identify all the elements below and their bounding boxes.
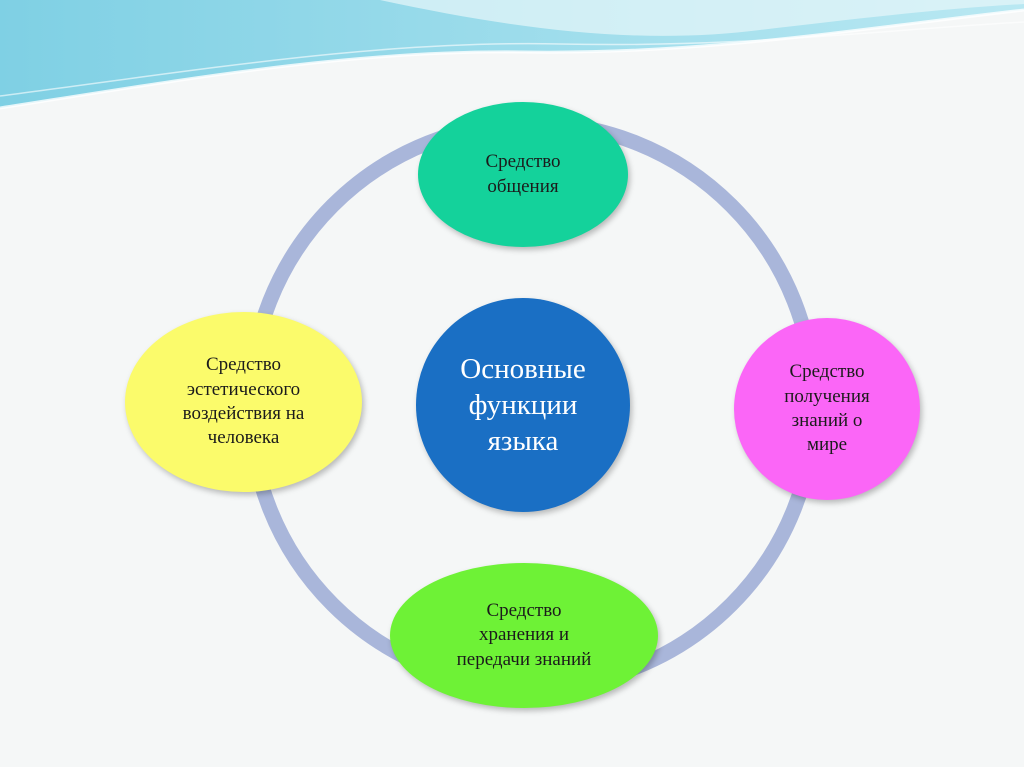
center-node-line-1: Основные	[460, 352, 586, 385]
node-knowledge-storage-line-2: хранения и	[478, 624, 570, 646]
node-aesthetic-influence: Средство эстетического воздействия на че…	[125, 312, 362, 492]
node-aesthetic-influence-line-2: эстетического	[186, 378, 301, 400]
node-aesthetic-influence-line-4: человека	[207, 427, 280, 449]
node-communication-line-1: Средство	[485, 151, 561, 173]
node-aesthetic-influence-line-3: воздействия на	[182, 403, 305, 424]
node-knowledge-storage: Средство хранения и передачи знаний	[390, 563, 658, 708]
header-wave-decoration	[0, 0, 1024, 110]
center-node-line-2: функции	[468, 388, 578, 421]
node-aesthetic-influence-line-1: Средство	[205, 354, 282, 376]
center-node-main-functions: Основные функции языка	[416, 298, 630, 512]
node-knowledge-acquisition-line-1: Средство	[789, 361, 865, 383]
node-communication: Средство общения	[418, 102, 628, 247]
center-node-line-3: языка	[487, 425, 559, 458]
node-knowledge-acquisition-line-4: мире	[806, 434, 848, 456]
node-knowledge-acquisition: Средство получения знаний о мире	[734, 318, 920, 500]
node-knowledge-acquisition-line-3: знаний о	[791, 410, 863, 431]
node-communication-line-2: общения	[487, 175, 559, 197]
node-knowledge-storage-line-1: Средство	[486, 600, 562, 622]
node-knowledge-storage-line-3: передачи знаний	[456, 648, 592, 670]
node-knowledge-acquisition-line-2: получения	[784, 385, 870, 407]
